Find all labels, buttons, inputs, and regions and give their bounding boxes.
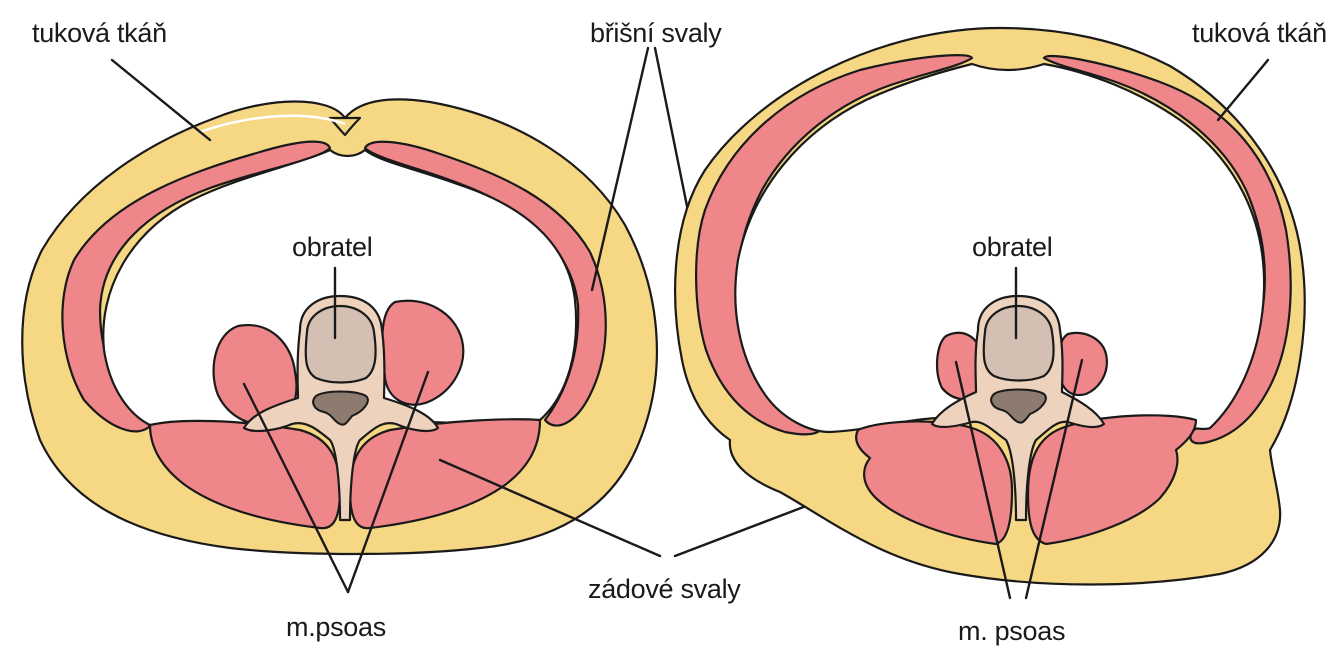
- left-fat-leader: [112, 60, 210, 140]
- right-fat-leader: [1218, 60, 1268, 120]
- label-vertebra-left: obratel: [292, 232, 372, 262]
- label-back-muscles: zádové svaly: [588, 574, 741, 604]
- right-vertebral-body: [984, 306, 1054, 381]
- label-psoas-right: m. psoas: [958, 616, 1065, 646]
- label-fat-right: tuková tkáň: [1192, 18, 1327, 48]
- label-psoas-left: m.psoas: [286, 612, 386, 642]
- label-fat-left: tuková tkáň: [32, 18, 167, 48]
- left-vertebral-body: [306, 306, 376, 383]
- label-abdominal-muscles: břišní svaly: [590, 18, 722, 48]
- right-cross-section: [675, 28, 1305, 598]
- label-vertebra-right: obratel: [972, 232, 1052, 262]
